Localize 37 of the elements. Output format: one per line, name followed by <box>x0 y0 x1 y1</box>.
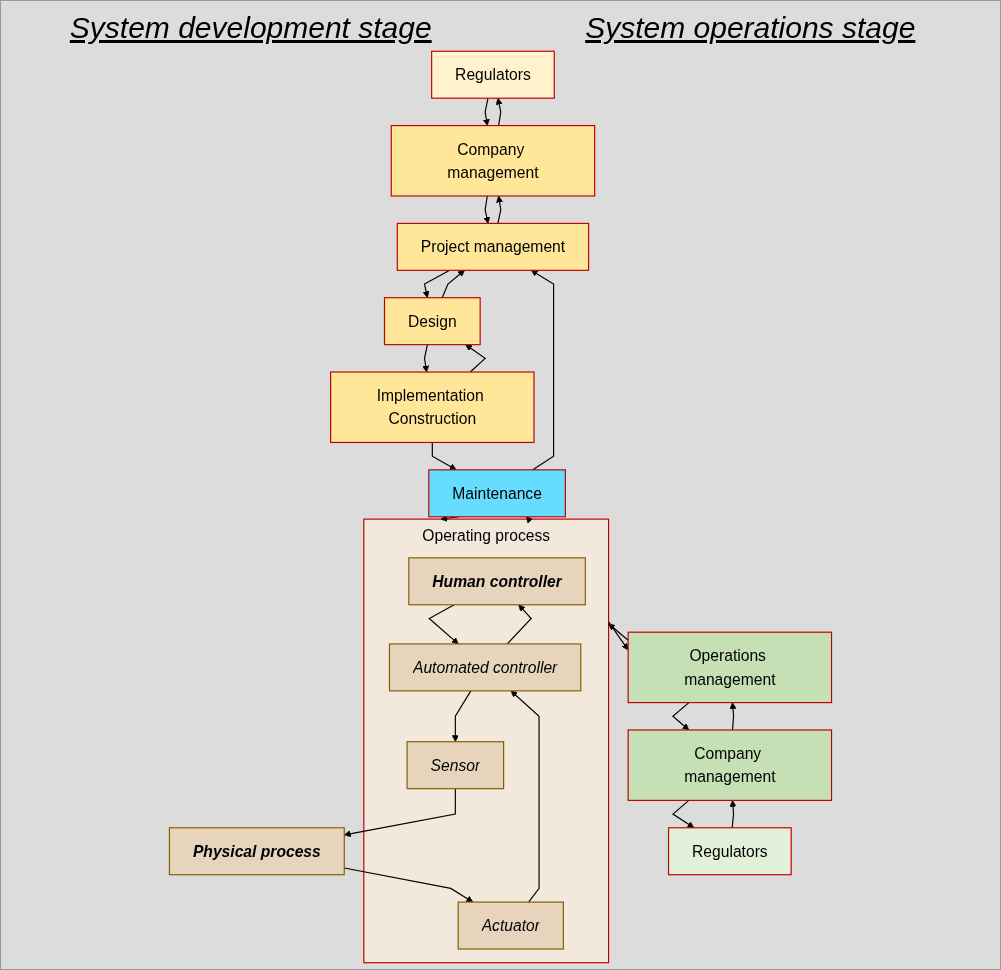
arrow <box>428 604 459 645</box>
arrow <box>672 702 690 731</box>
arrow <box>729 702 737 731</box>
arrow <box>496 195 503 224</box>
arrow <box>671 799 695 829</box>
arrow <box>422 344 430 373</box>
node-box: Sensor <box>406 741 505 790</box>
node-box: Design <box>383 297 481 346</box>
node-box: Implementation Construction <box>330 371 535 444</box>
node-box: Regulators <box>667 827 792 876</box>
arrow <box>431 441 457 471</box>
node-box: Company management <box>390 125 596 197</box>
node-box: Operations management <box>627 631 833 704</box>
arrow <box>729 800 737 829</box>
stage-heading: System operations stage <box>584 11 917 45</box>
arrow <box>465 344 487 373</box>
arrow <box>495 97 503 127</box>
arrow <box>506 604 532 645</box>
arrow <box>482 97 490 126</box>
node-box: Regulators <box>431 50 555 99</box>
arrow <box>422 269 451 298</box>
node-box: Maintenance <box>428 469 566 518</box>
node-box: Automated controller <box>388 643 582 692</box>
stage-heading: System development stage <box>68 11 433 45</box>
node-box: Company management <box>627 729 833 801</box>
arrow <box>526 515 534 524</box>
node-box: Actuator <box>457 901 564 950</box>
node-box: Human controller <box>408 557 586 606</box>
arrow <box>451 690 472 743</box>
node-box: Project management <box>396 222 590 271</box>
arrow <box>608 623 629 641</box>
arrow <box>483 195 491 224</box>
arrow <box>441 270 465 299</box>
arrow <box>510 690 540 903</box>
arrow <box>530 270 555 471</box>
arrow <box>608 621 629 651</box>
node-box: Physical process <box>168 827 345 876</box>
